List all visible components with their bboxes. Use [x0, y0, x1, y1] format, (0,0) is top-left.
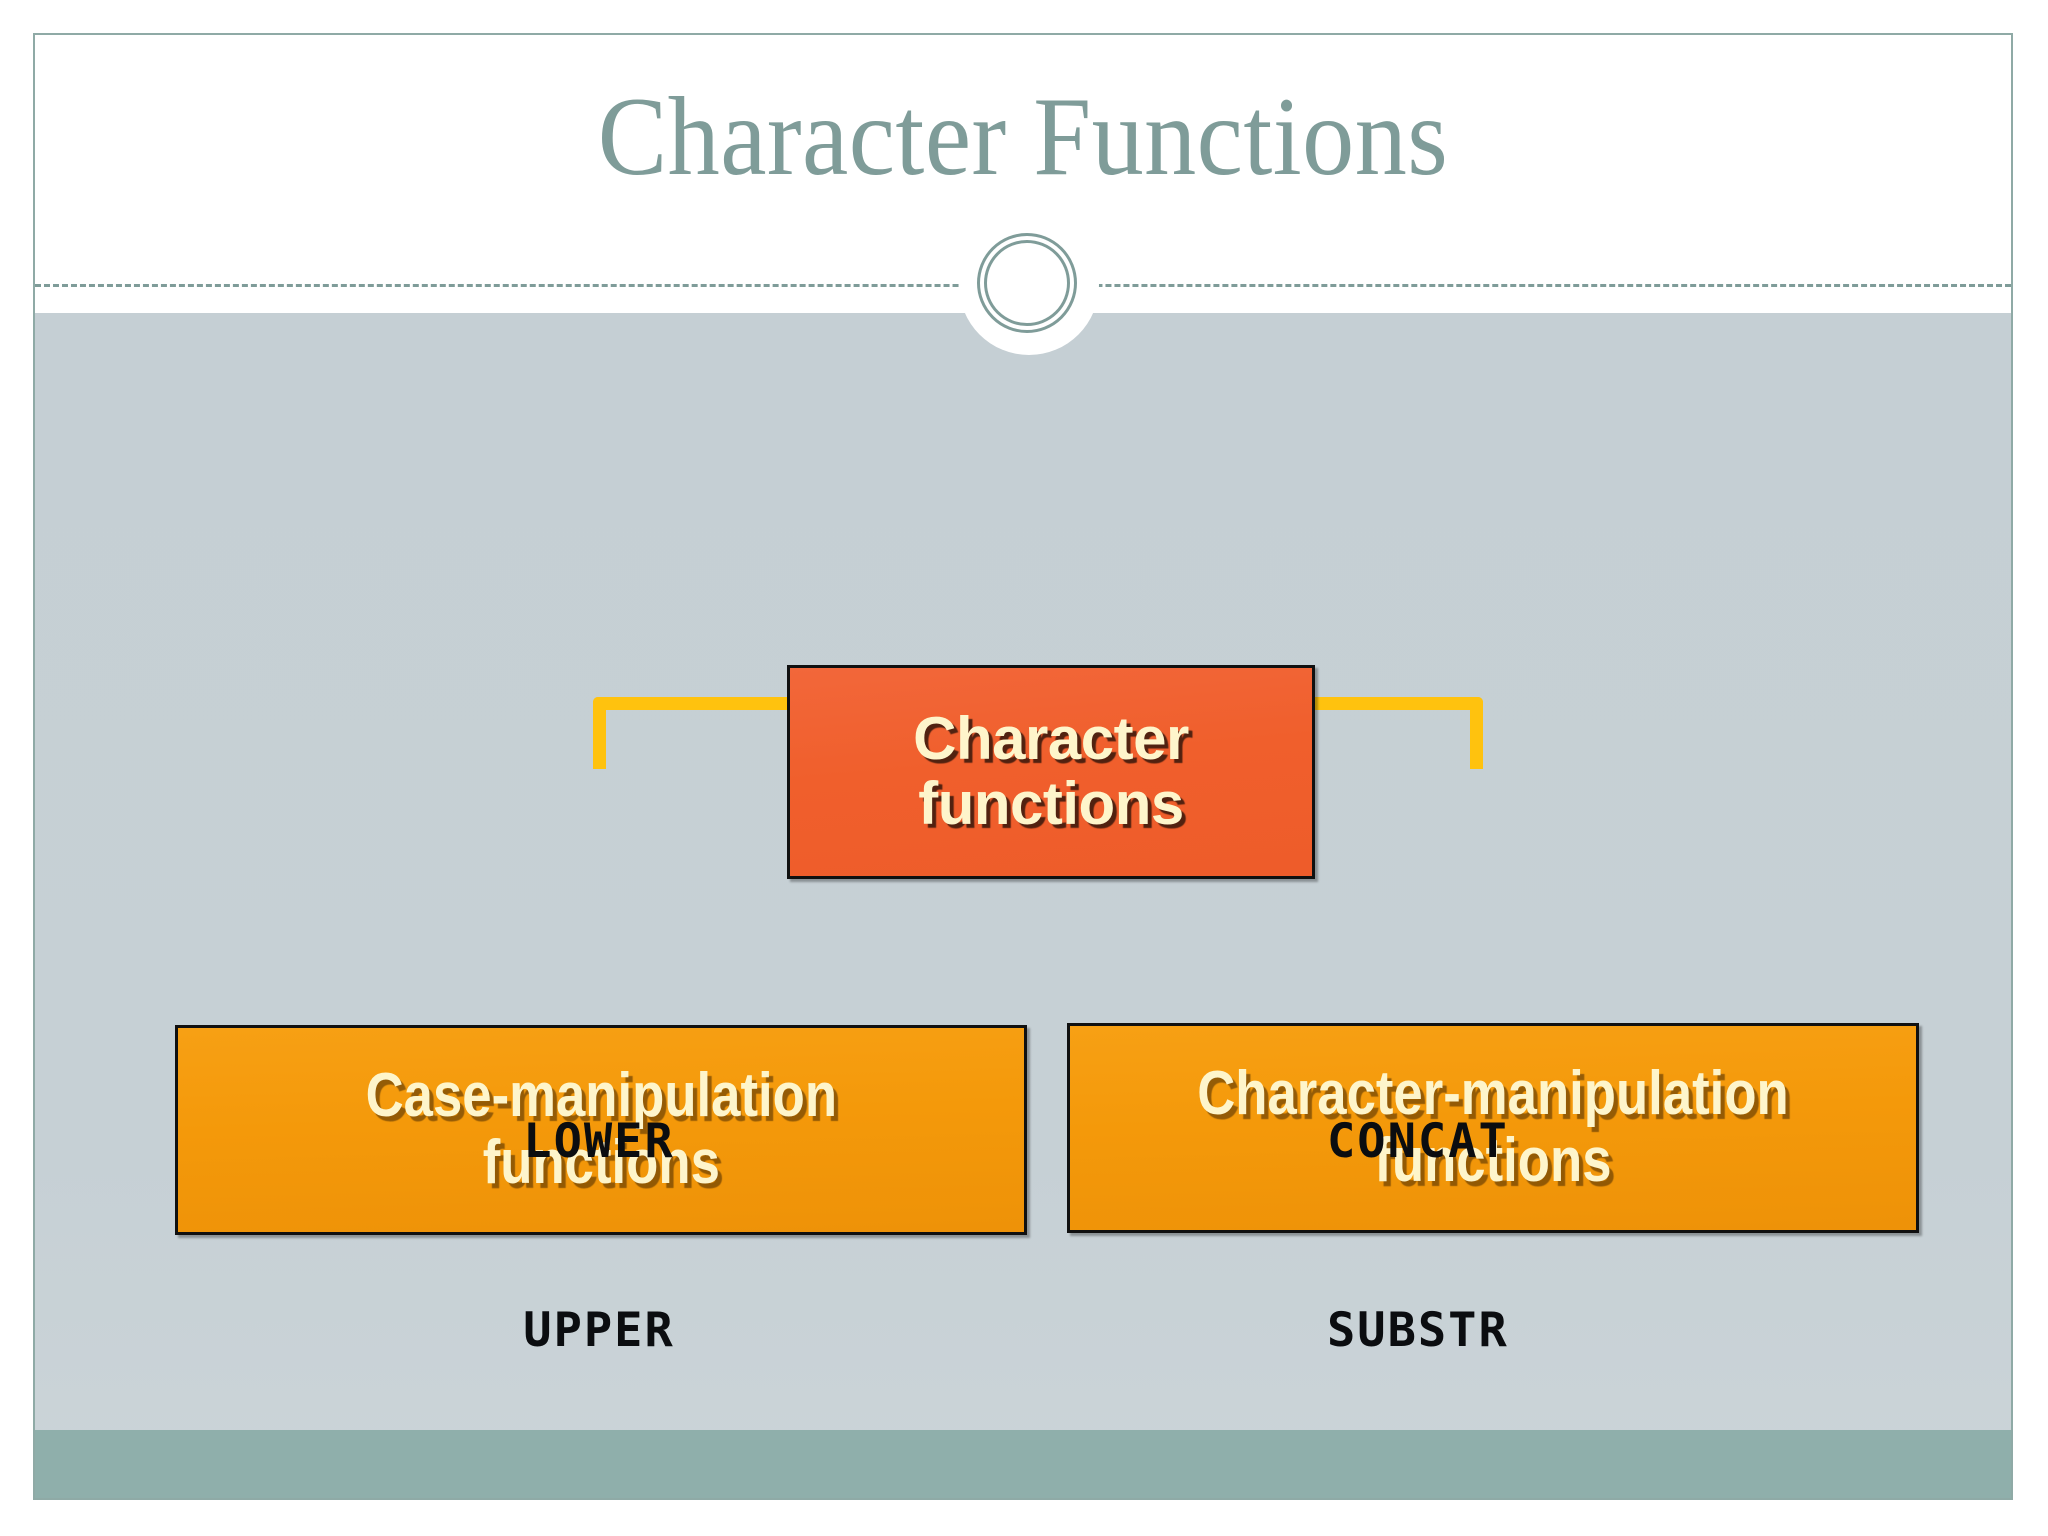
node-character-functions[interactable]: Character functions [787, 665, 1315, 879]
connector-left-leg [593, 697, 606, 769]
double-circle-ornament-icon [959, 215, 1099, 355]
circle-outer-ring [977, 233, 1077, 333]
node-right-line-2: functions [1374, 1126, 1612, 1195]
node-left-text: Case-manipulation functions [324, 1061, 879, 1197]
node-right-text: Character-manipulation functions [1145, 1059, 1841, 1195]
node-character-manipulation-functions[interactable]: Character-manipulation functions [1067, 1023, 1919, 1233]
list-item: CONCAT [1327, 1113, 1509, 1169]
list-item: UPPER [523, 1302, 675, 1358]
node-right-line-1: Character-manipulation [1197, 1059, 1789, 1129]
page-title: Character Functions [597, 75, 1449, 199]
node-root-line-1: Character [913, 705, 1189, 773]
node-root-text: Character functions [913, 705, 1189, 837]
slide-canvas: Character Functions Character functions [33, 33, 2013, 1500]
character-functions-diagram: Character functions Case-manipulation fu… [35, 313, 2011, 1498]
node-root-line-2: functions [918, 770, 1184, 837]
body-panel: Character functions Case-manipulation fu… [35, 313, 2011, 1498]
node-left-line-2: functions [482, 1128, 720, 1197]
node-case-manipulation-functions[interactable]: Case-manipulation functions [175, 1025, 1027, 1235]
footer-accent-bar [35, 1430, 2011, 1498]
circle-inner-ring [984, 240, 1070, 326]
list-item: SUBSTR [1327, 1302, 1509, 1358]
case-manipulation-function-list: LOWER UPPER INITCAP [495, 985, 737, 1498]
list-item: LOWER [523, 1113, 675, 1169]
character-manipulation-function-list: CONCAT SUBSTR LENGTH INSTR LPAD | RPAD T… [1327, 985, 1660, 1498]
connector-right-leg [1470, 697, 1483, 769]
node-left-line-1: Case-manipulation [365, 1061, 837, 1131]
